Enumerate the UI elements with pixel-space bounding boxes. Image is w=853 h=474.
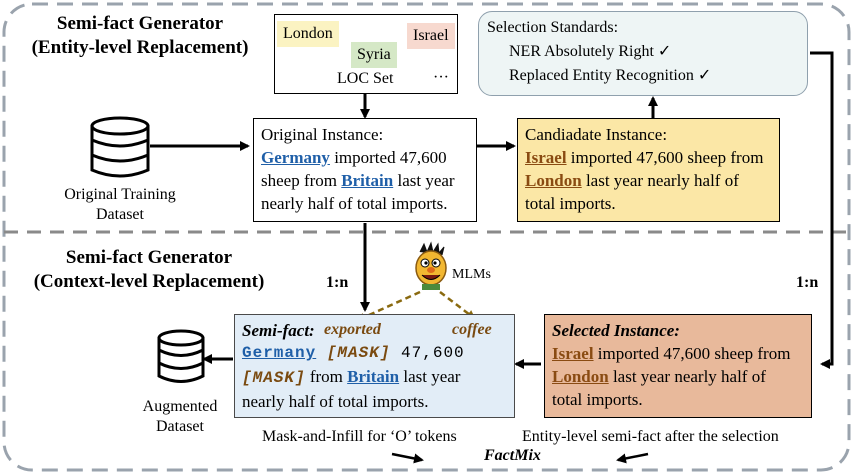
ratio-right: 1:n [796,274,819,291]
ratio-left: 1:n [326,274,349,291]
mlm-label: MLMs [452,267,491,282]
original-instance-heading: Original Instance: [261,125,384,144]
selection-item-ner: NER Absolutely Right ✓ [509,43,672,60]
original-dataset-label: Original Training Dataset [64,186,176,223]
selection-standards-title: Selection Standards: [487,19,619,36]
bottom-section-title: Semi-fact Generator (Context-level Repla… [33,247,265,292]
mlm-word-coffee: coffee [452,321,492,338]
caption-mask-infill: Mask-and-Infill for ‘O’ tokens [262,428,457,445]
loc-ellipsis: ··· [433,69,449,86]
semifact-heading: Semi-fact: [242,321,315,340]
top-section-title: Semi-fact Generator (Entity-level Replac… [31,13,249,58]
entity-israel: Israel [525,148,567,167]
mlm-character-icon [415,241,447,290]
entity-britain: Britain [341,171,394,190]
entity-germany: Germany [261,148,330,167]
semifact-entity-germany: Germany [242,344,317,362]
candidate-instance-heading: Candiadate Instance: [525,125,668,144]
mlm-arrow-right [439,291,476,320]
mask-token-2: [MASK] [242,369,306,387]
arrow-selection-to-selected [810,51,834,366]
mlm-word-exported: exported [324,321,381,338]
entity-london: London [525,171,582,190]
database-icon [90,116,150,178]
caption-entity-level: Entity-level semi-fact after the selecti… [522,428,779,445]
selection-standards-box: Selection Standards: NER Absolutely Righ… [478,11,808,96]
loc-item-syria: Syria [351,42,397,68]
mask-token-1: [MASK] [326,344,391,362]
augmented-database-icon [157,329,205,383]
semifact-entity-britain: Britain [347,367,400,386]
factmix-arrow-left [391,452,424,464]
loc-item-london: London [277,21,339,47]
caption-factmix: FactMix [484,447,541,464]
mlm-arrow-left [356,290,421,322]
factmix-arrow-right [616,452,649,464]
loc-set-box: London Syria Israel ··· LOC Set [274,14,458,94]
selected-entity-israel: Israel [552,344,594,363]
original-instance-box: Original Instance: Germany imported 47,6… [253,118,477,222]
loc-item-israel: Israel [407,23,455,49]
augmented-dataset-label: Augmented Dataset [142,398,218,435]
selected-instance-box: Selected Instance: Israel imported 47,60… [544,314,812,418]
candidate-instance-box: Candiadate Instance: Israel imported 47,… [517,118,780,222]
loc-set-label: LOC Set [337,70,394,87]
selection-item-replaced: Replaced Entity Recognition ✓ [509,67,712,84]
semifact-box: Semi-fact: exported coffee Germany [MASK… [234,314,515,418]
selected-entity-london: London [552,367,609,386]
selected-instance-heading: Selected Instance: [552,321,680,340]
